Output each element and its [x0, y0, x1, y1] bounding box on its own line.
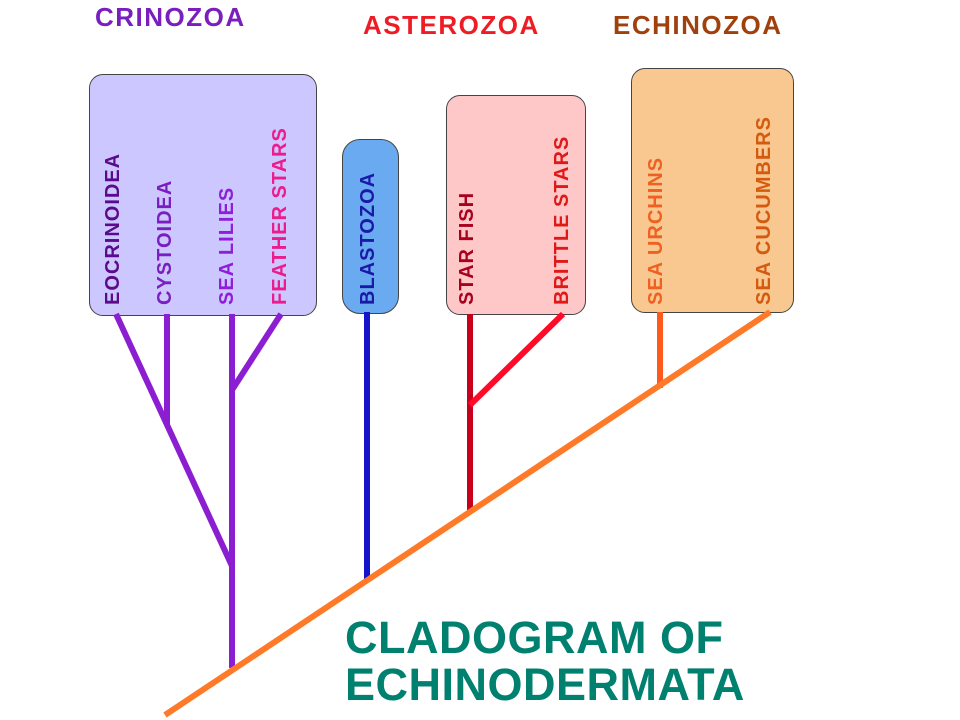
diagram-title-line1: CLADOGRAM OF — [345, 612, 724, 663]
branch-main-backbone — [163, 309, 772, 718]
group-label-echinozoa: ECHINOZOA — [613, 10, 783, 40]
diagram-title-line2: ECHINODERMATA — [345, 659, 745, 710]
branch-feather-stars — [229, 312, 284, 392]
echinozoa-box — [631, 68, 794, 313]
branch-brittle-stars — [467, 311, 566, 408]
crinozoa-box — [89, 74, 317, 316]
group-label-crinozoa: CRINOZOA — [95, 2, 246, 32]
group-label-asterozoa: ASTEROZOA — [363, 10, 540, 40]
asterozoa-box — [446, 95, 586, 315]
blastozoa-box — [342, 139, 399, 314]
branch-eocrinoidea — [113, 312, 235, 568]
